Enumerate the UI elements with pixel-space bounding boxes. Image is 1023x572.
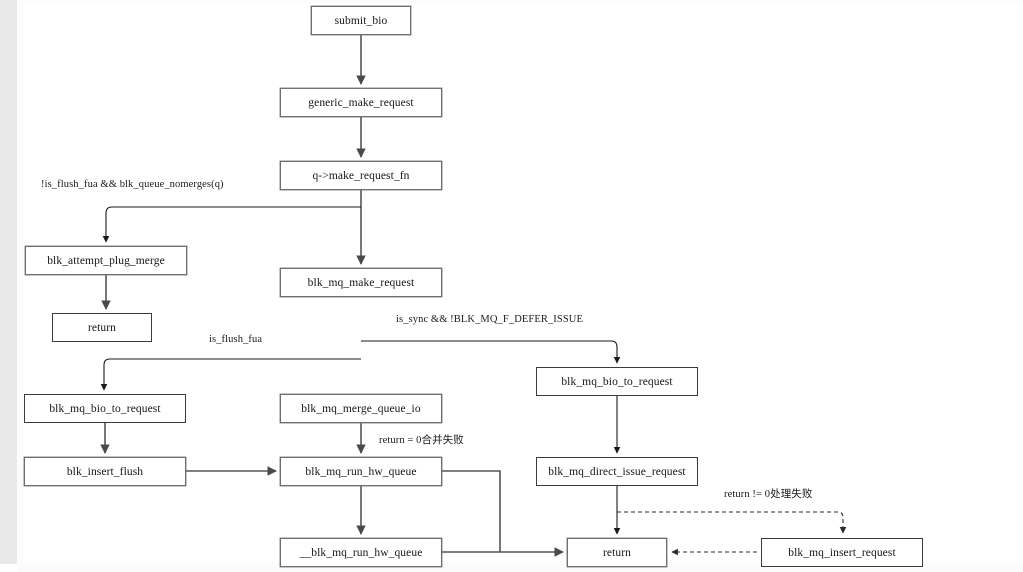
- node-label: blk_mq_insert_request: [788, 546, 896, 559]
- page-left-margin: [0, 0, 17, 564]
- node-blk-mq-run-hw-queue[interactable]: blk_mq_run_hw_queue: [280, 457, 442, 486]
- page-inner-area: [23, 3, 1023, 561]
- page-bottom-band: [17, 564, 1023, 572]
- node-label: return: [602, 546, 632, 559]
- node-blk-mq-bio-to-request-right[interactable]: blk_mq_bio_to_request: [536, 367, 698, 396]
- node-label: blk_mq_run_hw_queue: [305, 465, 417, 478]
- node-blk-insert-flush[interactable]: blk_insert_flush: [24, 457, 186, 486]
- node-q-make-request-fn[interactable]: q->make_request_fn: [280, 161, 442, 190]
- edge-blkmqmake-to-biotoreq-left: [100, 358, 361, 391]
- node-blk-attempt-plug-merge[interactable]: blk_attempt_plug_merge: [25, 246, 187, 275]
- edge-label-is-sync: is_sync && !BLK_MQ_F_DEFER_ISSUE: [396, 314, 583, 325]
- node-label: blk_mq_bio_to_request: [561, 375, 673, 388]
- node-submit-bio[interactable]: submit_bio: [311, 6, 411, 35]
- node-label: blk_attempt_plug_merge: [47, 254, 165, 267]
- edge-runhwqueue-right-to-return: [442, 470, 501, 552]
- node-label: return: [87, 321, 117, 334]
- node-label: generic_make_request: [308, 96, 414, 109]
- node-label: blk_insert_flush: [66, 465, 144, 478]
- node-return-left[interactable]: return: [52, 313, 152, 342]
- node-label: submit_bio: [334, 14, 388, 27]
- node-label: blk_mq_make_request: [307, 276, 415, 289]
- edge-makereqfn-to-plugmerge: [102, 206, 361, 243]
- node-blk-mq-direct-issue-request[interactable]: blk_mq_direct_issue_request: [536, 457, 698, 486]
- node-return-center[interactable]: return: [567, 538, 667, 567]
- edge-blkmqmake-to-biotoreq-right: [361, 340, 621, 364]
- edge-label-issue-failed: return != 0处理失败: [724, 489, 813, 500]
- node-label: blk_mq_bio_to_request: [49, 402, 161, 415]
- node-blk-mq-bio-to-request-left[interactable]: blk_mq_bio_to_request: [24, 394, 186, 423]
- node-label: q->make_request_fn: [312, 169, 410, 182]
- node-label: __blk_mq_run_hw_queue: [299, 546, 423, 559]
- node-blk-mq-make-request[interactable]: blk_mq_make_request: [280, 268, 442, 297]
- edge-label-nomerges: !is_flush_fua && blk_queue_nomerges(q): [41, 179, 224, 190]
- node-generic-make-request[interactable]: generic_make_request: [280, 88, 442, 117]
- node-label: blk_mq_merge_queue_io: [301, 402, 421, 415]
- node-label: blk_mq_direct_issue_request: [548, 465, 686, 478]
- node-blk-mq-merge-queue-io[interactable]: blk_mq_merge_queue_io: [280, 394, 442, 423]
- edge-label-is-flush-fua: is_flush_fua: [209, 334, 263, 345]
- edge-directissue-to-insertrequest-dashed: [617, 511, 847, 534]
- edge-label-merge-failed: return = 0合并失败: [379, 435, 464, 446]
- node-underscore-blk-mq-run-hw-queue[interactable]: __blk_mq_run_hw_queue: [280, 538, 442, 567]
- node-blk-mq-insert-request[interactable]: blk_mq_insert_request: [761, 538, 923, 567]
